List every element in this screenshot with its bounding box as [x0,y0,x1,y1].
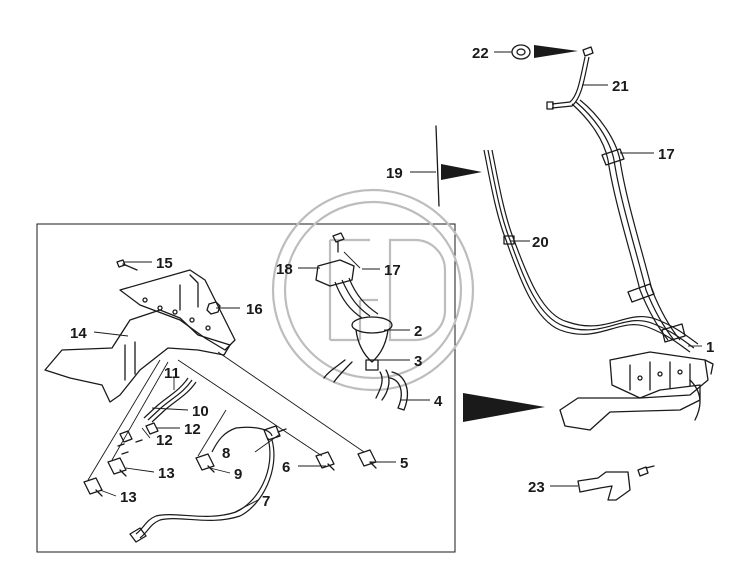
callout-17-lower: 17 [384,262,401,279]
fuel-hose-assembly-21 [546,46,686,343]
callout-6: 6 [282,459,290,476]
watermark-logo [271,188,475,392]
callout-4: 4 [434,393,443,410]
callout-2: 2 [414,323,422,340]
bracket-assembly-1 [559,351,714,431]
filler-neck-assembly [315,232,408,411]
direction-arrow-large [463,393,545,422]
hoses-10-11 [143,377,197,423]
callout-7: 7 [262,493,270,510]
assembly-leader-lines [87,351,365,481]
callout-labels: 1 2 3 4 5 6 7 8 9 10 11 12 12 13 13 14 1… [70,45,714,510]
callout-18: 18 [276,261,293,278]
callout-1: 1 [706,339,714,356]
callout-9: 9 [234,466,242,483]
callout-5: 5 [400,455,408,472]
callout-19: 19 [386,165,403,182]
cap-part-22 [511,44,531,60]
bolt-15 [116,259,138,271]
nut-16 [206,301,221,315]
callout-13-upper: 13 [158,465,175,482]
callout-22: 22 [472,45,489,62]
callout-leaders [93,51,702,513]
callout-12-upper: 12 [184,421,201,438]
callout-3: 3 [414,353,422,370]
callout-17-upper: 17 [658,146,675,163]
callout-8: 8 [222,445,230,462]
direction-arrow-top [534,45,578,58]
bracket-23 [577,465,655,501]
mounting-bracket-14 [44,269,236,403]
direction-arrow-mid [441,164,482,180]
callout-10: 10 [192,403,209,420]
callout-12-lower: 12 [156,432,173,449]
detail-frame [36,223,456,553]
callout-20: 20 [532,234,549,251]
callout-21: 21 [612,78,629,95]
callout-14: 14 [70,325,87,342]
clamp-8 [263,425,287,441]
callout-16: 16 [246,301,263,318]
callout-15: 15 [156,255,173,272]
hose-7 [129,426,275,543]
callout-23: 23 [528,479,545,496]
rod-19 [435,125,440,207]
callout-11: 11 [164,365,180,382]
wire-harness-20 [483,149,699,353]
callout-13-lower: 13 [120,489,137,506]
